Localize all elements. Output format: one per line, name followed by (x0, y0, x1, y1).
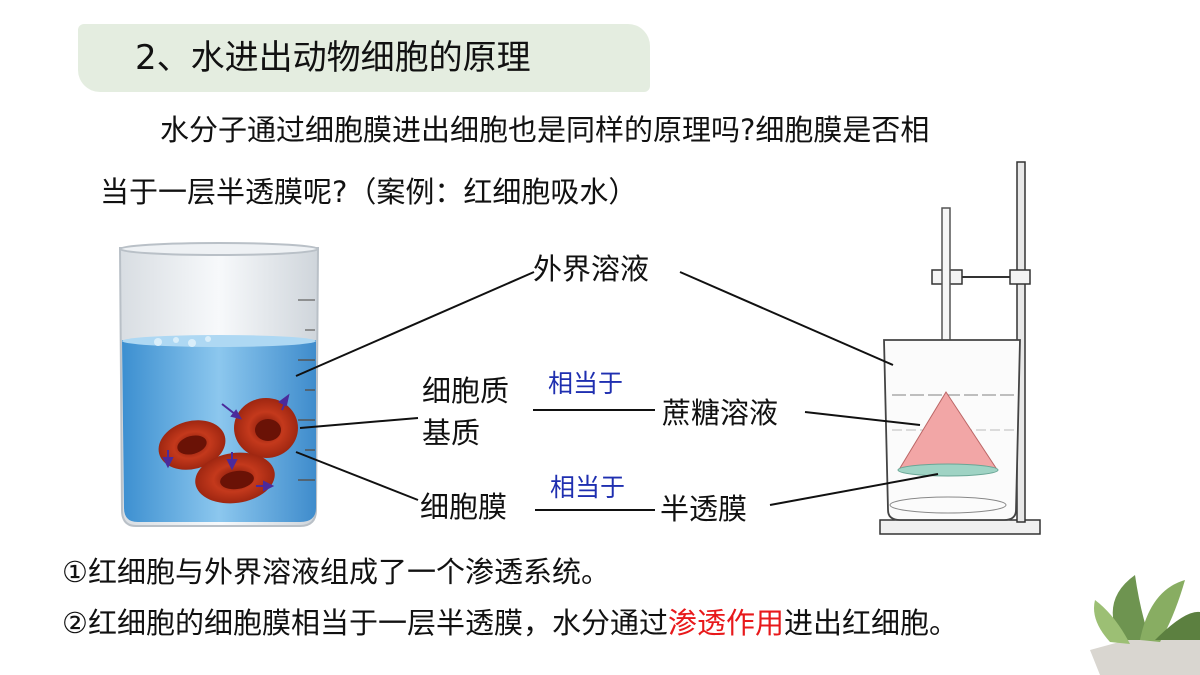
red-blood-cell (234, 398, 298, 458)
red-blood-cell (158, 420, 226, 470)
succulent-plant-decoration (1090, 575, 1200, 675)
intro-line-2: 当于一层半透膜呢?（案例：红细胞吸水） (100, 175, 638, 209)
conclusion-2: ②红细胞的细胞膜相当于一层半透膜，水分通过渗透作用进出红细胞。 (62, 603, 958, 643)
water-flow-arrows (162, 393, 290, 492)
osmometer-apparatus (879, 161, 1041, 535)
conclusion-2-prefix: ②红细胞的细胞膜相当于一层半透膜，水分通过 (62, 606, 668, 640)
title-banner (78, 24, 650, 92)
beaker-with-red-cells (118, 242, 320, 527)
conclusion-2-suffix: 进出红细胞。 (784, 606, 959, 640)
conclusion-2-highlight: 渗透作用 (668, 606, 785, 640)
conclusion-1: ①红细胞与外界溶液组成了一个渗透系统。 (62, 555, 610, 589)
red-blood-cell (195, 452, 275, 504)
label-cytoplasm-matrix: 基质 (422, 416, 481, 450)
intro-line-1: 水分子通过细胞膜进出细胞也是同样的原理吗?细胞膜是否相 (160, 113, 930, 147)
label-connectors (295, 271, 939, 511)
label-equivalent-2: 相当于 (550, 473, 626, 502)
label-cytoplasm: 细胞质 (422, 374, 510, 408)
label-cell-membrane: 细胞膜 (420, 490, 508, 524)
label-equivalent-1: 相当于 (548, 369, 624, 398)
label-sucrose-solution: 蔗糖溶液 (662, 396, 779, 430)
label-outer-solution: 外界溶液 (533, 252, 650, 286)
page-title: 2、水进出动物细胞的原理 (135, 38, 531, 78)
label-semipermeable-membrane: 半透膜 (660, 492, 748, 526)
